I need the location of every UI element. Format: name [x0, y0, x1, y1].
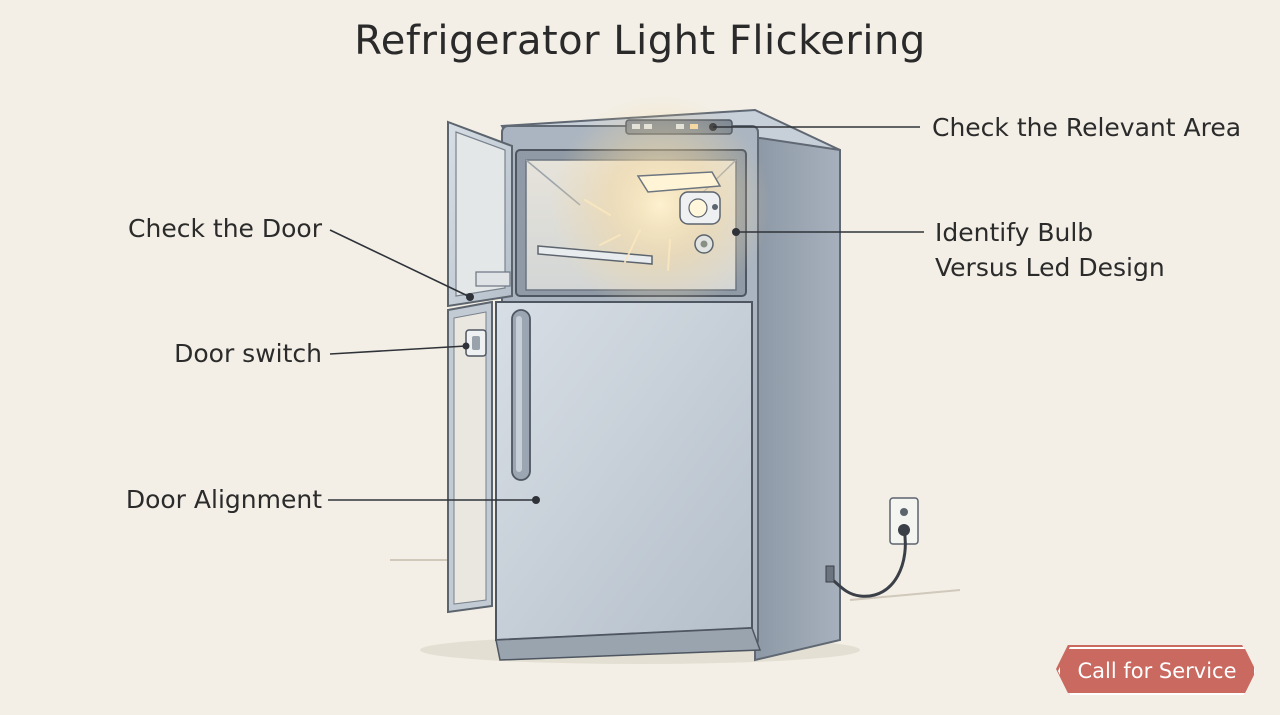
leader-door — [329, 229, 471, 298]
light-fixture — [636, 171, 722, 193]
call-for-service-button[interactable]: Call for Service — [1058, 647, 1256, 695]
callout-relevant-area: Check the Relevant Area — [932, 113, 1242, 142]
callout-door-switch: Door switch — [174, 339, 322, 368]
callout-door-alignment: Door Alignment — [125, 485, 322, 514]
fridge-door-main — [495, 301, 753, 642]
callout-bulb-line2: Versus Led Design — [935, 253, 1165, 282]
leader-door-switch — [329, 345, 467, 355]
power-cord — [829, 529, 907, 598]
fridge-base — [495, 627, 762, 661]
page-title: Refrigerator Light Flickering — [354, 18, 926, 64]
light-glow — [550, 95, 770, 315]
freezer-shelf — [537, 245, 653, 265]
callout-bulb-line1: Identify Bulb — [935, 218, 1094, 247]
callout-check-door: Check the Door — [128, 214, 322, 243]
